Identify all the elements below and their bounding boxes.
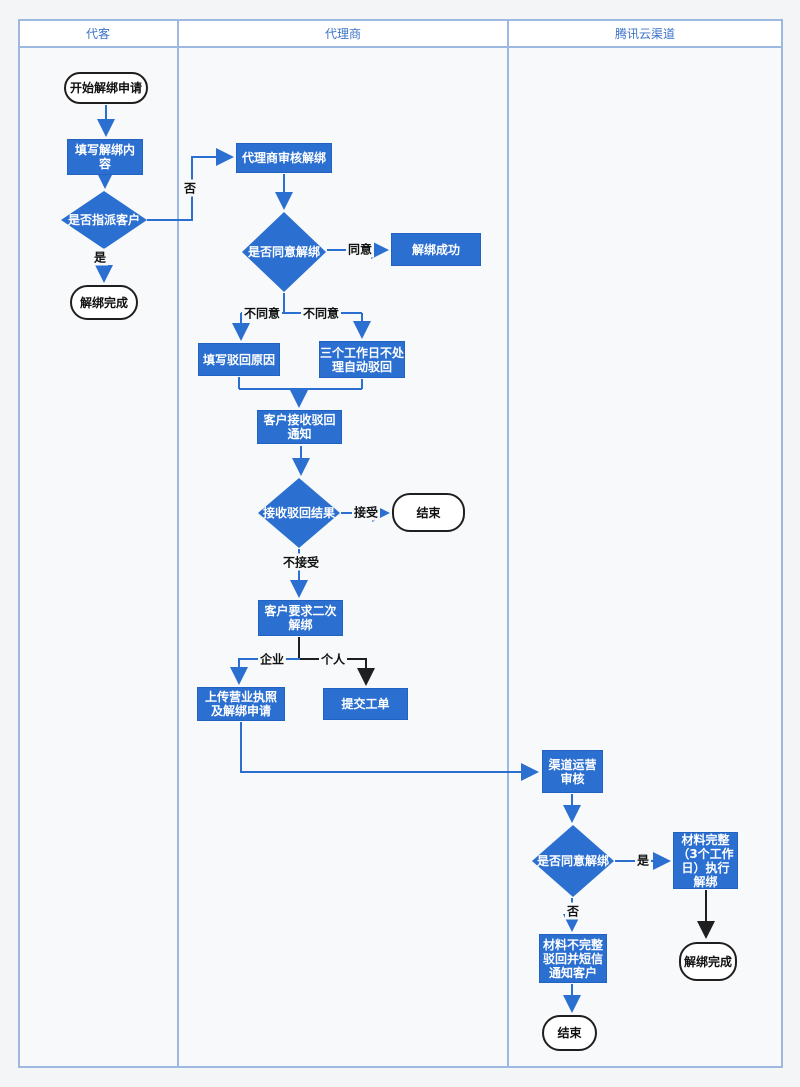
edge-label-enterprise: 企业 (257, 650, 287, 668)
node-unbind-done-terminator-2: 解绑完成 (679, 942, 737, 981)
edge-upload-to-channel-review (240, 722, 539, 781)
edge-label-not-accept: 不接受 (280, 553, 322, 571)
lane-divider-2 (507, 19, 509, 1068)
edge-label-agree: 同意 (345, 240, 375, 258)
edge-label-yes-1: 是 (91, 248, 109, 266)
swimlane-outer-border (18, 19, 783, 1068)
node-material-complete-execute: 材料完整 （3个工作 日）执行 解绑 (673, 832, 738, 889)
node-end-terminator-1: 结束 (392, 493, 465, 532)
lane-header-customer: 代客 (85, 27, 111, 41)
node-second-unbind-request: 客户要求二次 解绑 (258, 600, 343, 636)
node-material-incomplete-reject: 材料不完整 驳回并短信 通知客户 (539, 934, 607, 983)
node-fill-unbind-content: 填写解绑内 容 (67, 139, 143, 175)
node-channel-ops-review: 渠道运营 审核 (542, 750, 603, 793)
node-unbind-success: 解绑成功 (391, 233, 481, 266)
edge-label-yes-2: 是 (634, 851, 652, 869)
node-agent-review: 代理商审核解绑 (236, 143, 332, 173)
lane-header-agent: 代理商 (324, 27, 362, 41)
lane-header-tencent-channel: 腾讯云渠道 (614, 27, 676, 41)
node-auto-reject: 三个工作日不处 理自动驳回 (319, 341, 405, 378)
swimlane-body (18, 19, 783, 1068)
node-unbind-done-terminator: 解绑完成 (70, 285, 138, 320)
edge-label-no-2: 否 (564, 902, 582, 920)
node-upload-license: 上传营业执照 及解绑申请 (197, 687, 285, 721)
edge-label-personal: 个人 (318, 650, 348, 668)
lane-divider-1 (177, 19, 179, 1068)
node-submit-ticket: 提交工单 (323, 688, 408, 720)
edge-label-disagree-right: 不同意 (300, 304, 342, 322)
edge-label-no-1: 否 (181, 179, 199, 197)
edge-label-accept: 接受 (351, 503, 381, 521)
swimlane-header-band (18, 19, 783, 47)
node-customer-receive-notice: 客户接收驳回 通知 (257, 410, 342, 444)
node-end-terminator-2: 结束 (542, 1015, 597, 1051)
swimlane-header-divider (18, 46, 783, 48)
edge-label-disagree-left: 不同意 (241, 304, 283, 322)
node-start-terminator: 开始解绑申请 (64, 72, 148, 104)
node-fill-reject-reason: 填写驳回原因 (198, 343, 280, 376)
